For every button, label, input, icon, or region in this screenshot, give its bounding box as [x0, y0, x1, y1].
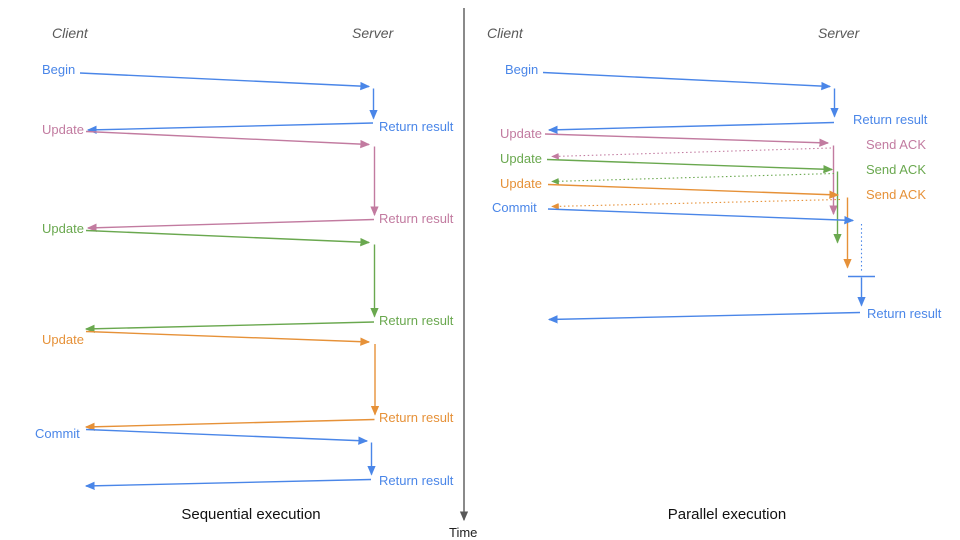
seq-server-header: Server — [352, 25, 394, 41]
seq-step-label-update2: Update — [42, 221, 84, 236]
seq-step-label-commit: Commit — [35, 426, 80, 441]
par-server-header: Server — [818, 25, 860, 41]
par-step-label-update3: Update — [500, 176, 542, 191]
par-update1-ack-line — [551, 147, 832, 160]
par-step-label-update1: Update — [500, 126, 542, 141]
seq-update3-request-line — [85, 330, 371, 346]
par-caption: Parallel execution — [667, 506, 787, 523]
par-ack-label-1: Send ACK — [866, 137, 926, 152]
seq-update2-return-line — [84, 321, 375, 333]
par-update3-ack-line — [551, 198, 841, 210]
par-ack-label-3: Send ACK — [866, 187, 926, 202]
seq-result-label-5: Return result — [379, 473, 454, 488]
seq-caption: Sequential execution — [181, 506, 321, 523]
par-client-header: Client — [487, 25, 523, 41]
par-update2-ack-line — [551, 172, 835, 185]
seq-result-label-4: Return result — [379, 410, 454, 425]
par-step-label-commit: Commit — [492, 200, 537, 215]
seq-commit-return-line — [84, 478, 372, 491]
par-result-label-1: Return result — [853, 112, 928, 127]
seq-update2-request-line — [85, 229, 371, 247]
par-ack-label-2: Send ACK — [866, 162, 926, 177]
seq-step-label-update3: Update — [42, 332, 84, 347]
par-begin-return-line — [547, 121, 835, 134]
par-begin-request-line — [542, 71, 832, 91]
time-axis-label: Time — [449, 525, 478, 540]
par-update3-request-line — [547, 183, 840, 199]
seq-update1-return-line — [86, 218, 375, 232]
seq-step-label-update1: Update — [42, 122, 84, 137]
seq-update1-request-line — [85, 130, 371, 149]
par-step-label-begin: Begin — [505, 62, 539, 77]
par-result-label-2: Return result — [867, 306, 942, 321]
seq-step-label-begin: Begin — [42, 62, 76, 77]
par-update1-request-line — [544, 133, 830, 147]
par-update2-request-line — [546, 158, 834, 174]
seq-commit-request-line — [85, 428, 369, 445]
seq-begin-return-line — [86, 122, 374, 134]
seq-result-label-2: Return result — [379, 211, 454, 226]
seq-begin-request-line — [79, 72, 371, 91]
par-commit-return-line — [547, 311, 861, 324]
par-step-label-update2: Update — [500, 151, 542, 166]
seq-client-header: Client — [52, 25, 88, 41]
seq-update3-return-line — [84, 418, 375, 431]
par-commit-request-line — [547, 208, 855, 225]
seq-result-label-1: Return result — [379, 119, 454, 134]
seq-result-label-3: Return result — [379, 313, 454, 328]
